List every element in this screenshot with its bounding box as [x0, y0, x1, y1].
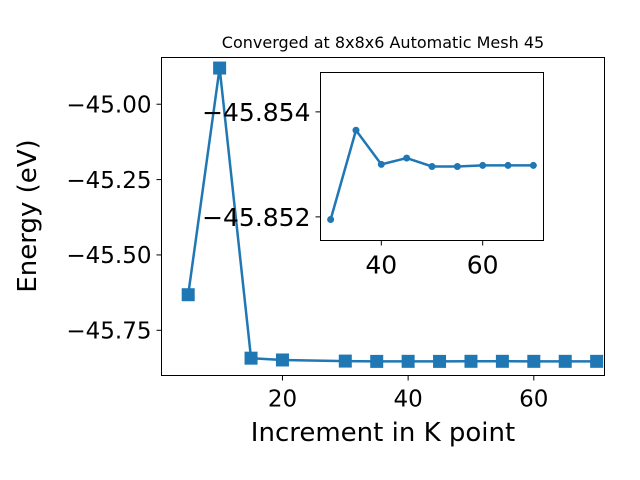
inset-data-point [453, 162, 461, 170]
y-axis-label: Energy (eV) [13, 139, 43, 292]
inset-data-point [504, 161, 512, 169]
data-point [590, 354, 604, 368]
inset-chart: 40 60 −45.854 −45.852 [202, 72, 544, 280]
data-point [338, 354, 352, 368]
inset-data-point [529, 161, 537, 169]
inset-y-tick-label: −45.854 [202, 98, 310, 127]
data-point [370, 354, 384, 368]
inset-data-point [377, 160, 385, 168]
inset-x-tick-label: 60 [467, 251, 499, 280]
data-series [181, 61, 604, 368]
y-tick-label: −45.75 [66, 319, 151, 345]
inset-data-point [428, 162, 436, 170]
y-tick-label: −45.50 [66, 243, 151, 269]
inset-data-point [327, 216, 335, 223]
y-tick-label: −45.25 [66, 168, 151, 194]
inset-data-point [479, 161, 487, 169]
inset-data-point [352, 126, 360, 134]
data-point [275, 353, 289, 367]
y-tick-label: −45.00 [66, 93, 151, 119]
x-tick-label: 60 [519, 387, 548, 413]
x-axis-ticks: 20 40 60 [268, 375, 548, 413]
inset-y-axis-ticks: −45.854 −45.852 [202, 98, 321, 232]
chart-title: Converged at 8x8x6 Automatic Mesh 45 [222, 33, 544, 52]
data-point [213, 61, 227, 75]
inset-y-tick-label: −45.852 [202, 203, 310, 232]
data-point [464, 354, 478, 368]
data-point [433, 354, 447, 368]
main-chart: Converged at 8x8x6 Automatic Mesh 45 Inc… [13, 33, 605, 448]
x-tick-label: 20 [268, 387, 297, 413]
inset-data-series [327, 126, 537, 223]
main-plot-frame [161, 57, 605, 376]
data-point [558, 354, 572, 368]
data-point [495, 354, 509, 368]
data-point [527, 354, 541, 368]
y-axis-ticks: −45.00 −45.25 −45.50 −45.75 [66, 93, 162, 345]
data-point [181, 288, 195, 302]
inset-x-tick-label: 40 [365, 251, 397, 280]
inset-plot-frame [320, 72, 544, 241]
data-point [244, 351, 258, 365]
x-axis-label: Increment in K point [251, 418, 515, 448]
inset-x-axis-ticks: 40 60 [365, 240, 499, 280]
x-tick-label: 40 [393, 387, 422, 413]
data-point [401, 354, 415, 368]
inset-data-point [403, 154, 411, 162]
